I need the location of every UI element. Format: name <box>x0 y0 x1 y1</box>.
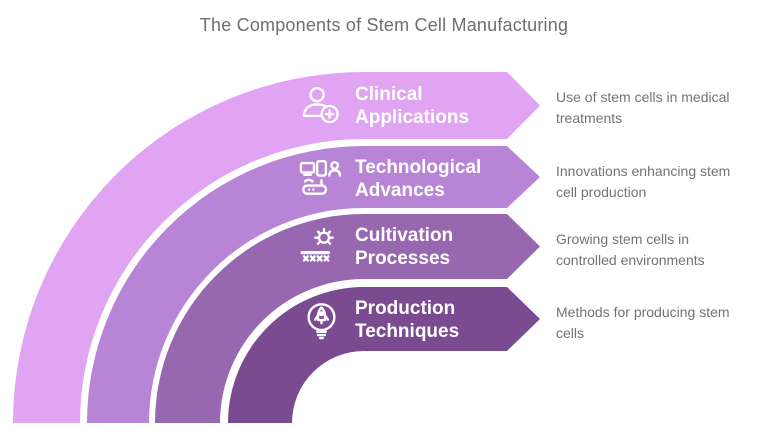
band-label-production-techniques: Production Techniques <box>355 298 460 342</box>
band-shape-cultivation-processes <box>155 214 540 423</box>
patient-medical-cross-icon <box>299 84 344 129</box>
band-description-production-techniques: Methods for producing stem cells <box>556 304 730 341</box>
sun-over-crops-icon <box>299 227 344 272</box>
page-title: The Components of Stem Cell Manufacturin… <box>199 15 569 35</box>
band-description-clinical-applications: Use of stem cells in medical treatments <box>556 89 730 126</box>
band-description-technological-advances: Innovations enhancing stem cell producti… <box>556 163 731 200</box>
band-label-technological-advances: Technological Advances <box>355 157 482 201</box>
band-description-cultivation-processes: Growing stem cells in controlled environ… <box>556 231 705 268</box>
connected-devices-icon <box>299 158 344 203</box>
band-shape-production-techniques <box>228 287 540 423</box>
band-label-cultivation-processes: Cultivation Processes <box>355 225 454 269</box>
band-shape-technological-advances <box>87 146 540 423</box>
rocket-lightbulb-icon <box>299 299 344 344</box>
band-label-clinical-applications: Clinical Applications <box>355 84 470 128</box>
band-shape-clinical-applications <box>13 72 540 423</box>
